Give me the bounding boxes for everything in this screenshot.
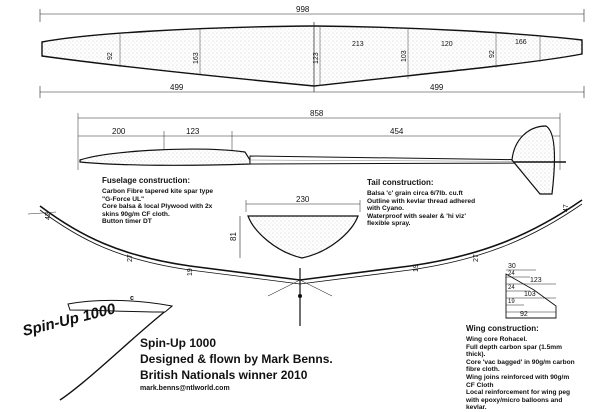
fuselage-dim-b: 123 <box>186 127 200 136</box>
note-line: CF Cloth <box>466 381 494 389</box>
tip-angle-right: 47 <box>563 204 570 212</box>
fuselage-side-view: 858 200 123 454 <box>77 109 566 195</box>
note-line: Outline with kevlar thread adhered <box>367 197 476 205</box>
note-line: with epoxy/micro balloons and <box>466 396 563 404</box>
spar-dim: 92 <box>520 311 528 318</box>
spar-dim: 30 <box>508 263 516 270</box>
fin <box>511 125 556 195</box>
spar-dim: 24 <box>508 271 515 277</box>
model-name: Spin-Up 1000 <box>140 336 217 350</box>
tail-notes: Tail construction: Balsa 'c' grain circa… <box>367 178 475 228</box>
fuselage-dim-a: 200 <box>112 127 126 136</box>
wing-notes: Wing construction: Wing core Rohacel. Fu… <box>466 324 575 412</box>
dihedral-right: 27 <box>473 254 480 262</box>
wing-top-view: 998 92 163 123 213 103 120 92 166 499 49… <box>39 5 585 98</box>
tip-angle-left: 42 <box>45 212 52 220</box>
fuselage-length-dim: 858 <box>310 109 324 118</box>
right-half-dim: 499 <box>430 83 444 92</box>
note-line: Local reinforcement for wing peg <box>466 389 571 397</box>
left-half-dim: 499 <box>170 83 184 92</box>
spar-dim: 103 <box>524 291 536 298</box>
note-line: Core balsa & local Plywood with 2x <box>102 203 213 211</box>
tailplane-view: 230 81 <box>229 195 361 259</box>
chord-label: 92 <box>489 50 496 58</box>
note-line: Balsa 'c' grain circa 6/7lb. cu.ft <box>367 190 463 197</box>
chord-label: 120 <box>441 41 453 48</box>
panel-right: 19 <box>413 264 420 272</box>
panel-left: 19 <box>187 268 194 276</box>
credits-block: Spin-Up 1000 Designed & flown by Mark Be… <box>140 335 333 395</box>
note-line: Wing joins reinforced with 90g/m <box>466 373 570 381</box>
dihedral-left: 27 <box>127 254 134 262</box>
chord-label: 166 <box>515 39 527 46</box>
tailplane-span-dim: 230 <box>296 195 310 204</box>
chord-label: 123 <box>313 52 320 64</box>
note-line: thick). <box>466 351 486 359</box>
wing-span-dim: 998 <box>296 5 310 14</box>
tailplane-outline <box>247 215 359 259</box>
fuselage-boom <box>249 155 541 165</box>
chord-label: 103 <box>401 50 408 62</box>
spar-dim: 24 <box>508 285 515 291</box>
tail-notes-heading: Tail construction: <box>367 178 434 187</box>
spar-dim: 19 <box>508 299 515 305</box>
spar-dim: 123 <box>530 277 542 284</box>
note-line: Button timer DT <box>102 218 152 226</box>
designer-credit: Designed & flown by Mark Benns. <box>140 352 333 366</box>
award-line: British Nationals winner 2010 <box>140 368 308 382</box>
note-line: Wing core Rohacel. <box>466 336 528 343</box>
tailplane-chord-dim: 81 <box>229 232 238 241</box>
note-line: Waterproof with sealer & 'hi viz' <box>367 212 466 220</box>
note-line: "G-Force UL" <box>102 195 145 203</box>
chord-label: 213 <box>352 41 364 48</box>
fuselage-notes-heading: Fuselage construction: <box>102 176 191 185</box>
fuselage-pod <box>79 148 251 166</box>
note-line: fibre cloth. <box>466 366 500 374</box>
note-line: skins 90g/m CF cloth. <box>102 210 170 218</box>
note-line: Core 'vac bagged' in 90g/m carbon <box>466 358 575 366</box>
email-address: mark.benns@ntlworld.com <box>140 385 230 392</box>
spar-diagram: 30 24 123 24 103 19 92 <box>505 263 557 319</box>
svg-text:c: c <box>130 295 134 302</box>
front-view-wing <box>39 199 583 281</box>
note-line: with Cyano. <box>367 205 404 213</box>
chord-label: 92 <box>107 52 114 60</box>
front-view: 42 47 27 27 19 19 <box>27 199 583 326</box>
note-line: Carbon Fibre tapered kite spar type <box>102 188 214 195</box>
wing-planform <box>41 25 583 87</box>
fuselage-dim-c: 454 <box>390 127 404 136</box>
note-line: kevlar. <box>466 404 487 412</box>
wing-notes-heading: Wing construction: <box>466 324 539 333</box>
chord-label: 163 <box>193 52 200 64</box>
fuselage-notes: Fuselage construction: Carbon Fibre tape… <box>102 176 213 226</box>
note-line: flexible spray. <box>367 220 411 228</box>
note-line: Full depth carbon spar (1.5mm <box>466 343 562 351</box>
